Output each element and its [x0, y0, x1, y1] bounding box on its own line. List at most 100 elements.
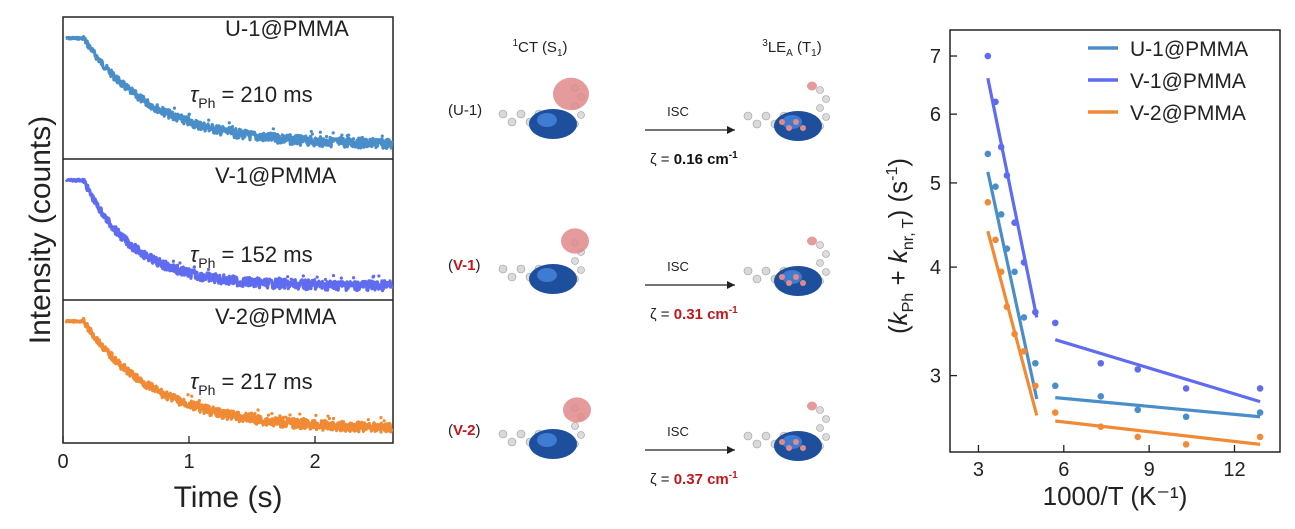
decay-point: [351, 137, 356, 141]
data-point: [1020, 259, 1028, 266]
decay-point: [187, 112, 191, 116]
atom: [571, 422, 579, 430]
decay-point: [326, 414, 330, 418]
orbital-lobe-pink: [800, 280, 806, 286]
fit-line: [986, 77, 1039, 318]
data-point: [984, 150, 992, 158]
decay-point: [266, 134, 270, 138]
data-point: [1003, 172, 1011, 179]
decay-point: [256, 408, 260, 412]
atom: [816, 406, 824, 414]
isc-arrowhead: [727, 446, 735, 454]
orbital-lobe-blue: [537, 433, 557, 447]
data-point: [1011, 330, 1018, 338]
decay-point: [375, 283, 379, 287]
decay-point: [284, 415, 288, 419]
isc-label: ISC: [667, 104, 689, 119]
isc-arrowhead: [727, 126, 735, 134]
atom: [822, 250, 830, 258]
orbital-lobe-pink: [793, 439, 799, 445]
data-point: [1003, 245, 1011, 252]
decay-point: [302, 417, 306, 421]
atom: [816, 241, 824, 249]
lifetime-label-v1: τPh = 152 ms: [190, 242, 313, 271]
decay-point: [384, 423, 388, 427]
decay-point: [322, 419, 326, 424]
decay-point: [355, 138, 359, 142]
decay-y-axis-label: Intensity (counts): [24, 116, 57, 344]
atom: [516, 264, 526, 274]
compound-label: (U-1): [448, 102, 482, 119]
atom: [822, 433, 830, 441]
atom: [761, 431, 771, 441]
data-point: [1051, 382, 1059, 390]
decay-point: [382, 279, 387, 283]
decay-point: [306, 136, 310, 140]
decay-point: [339, 135, 343, 140]
decay-point: [382, 419, 386, 423]
legend-label: U-1@PMMA: [1130, 38, 1248, 61]
decay-point: [266, 413, 271, 417]
decay-point: [170, 110, 175, 114]
decay-point: [169, 395, 173, 399]
data-point: [1256, 433, 1264, 441]
data-point: [1020, 347, 1028, 355]
atom: [822, 415, 830, 423]
atom: [498, 109, 508, 119]
atom: [752, 274, 762, 284]
rate-ytick-label: 6: [930, 104, 941, 126]
decay-x-axis-label: Time (s): [174, 481, 283, 514]
rate-xtick-label: 6: [1058, 459, 1069, 481]
decay-point: [301, 274, 305, 278]
decay-frame: [62, 16, 394, 444]
data-point: [1020, 314, 1028, 321]
atom: [816, 424, 824, 432]
orbital-lobe-blue: [537, 113, 557, 127]
data-point: [1134, 366, 1142, 373]
legend-label: V-2@PMMA: [1130, 102, 1246, 125]
decay-point: [346, 136, 350, 141]
decay-point: [321, 138, 326, 143]
fit-line: [986, 171, 1039, 400]
decay-point: [385, 280, 389, 285]
decay-point: [374, 137, 379, 142]
orbital-lobe-pink: [793, 274, 799, 280]
decay-point: [175, 265, 179, 269]
atom: [577, 266, 585, 274]
compound-label: (V-2): [448, 422, 481, 439]
atom: [761, 111, 771, 121]
orbital-lobe-pink: [807, 236, 817, 246]
decay-point: [226, 278, 230, 282]
decay-curves: [64, 35, 394, 434]
decay-point: [255, 279, 259, 283]
orbital-lobe-pink: [553, 77, 589, 111]
rate-xtick-label: 9: [1144, 459, 1155, 481]
rate-xtick-label: 12: [1223, 459, 1245, 481]
decay-point: [286, 275, 290, 279]
decay-point: [380, 134, 384, 138]
data-point: [1032, 382, 1039, 390]
decay-point: [278, 414, 282, 418]
decay-point: [223, 411, 228, 416]
decay-point: [323, 277, 327, 282]
decay-point: [336, 280, 340, 284]
orbital-lobe-pink: [561, 228, 589, 254]
decay-point: [227, 121, 231, 125]
decay-xtick-label: 0: [57, 451, 68, 473]
decay-xtick-label: 1: [183, 451, 194, 473]
decay-point: [327, 416, 332, 421]
decay-point: [362, 280, 366, 284]
orbital-lobe-pink: [807, 401, 817, 411]
decay-point: [247, 412, 251, 416]
decay-point: [206, 267, 211, 272]
decay-point: [315, 275, 319, 279]
atom: [816, 86, 824, 94]
atom: [816, 104, 824, 112]
atom: [822, 113, 830, 121]
decay-point: [222, 277, 227, 281]
